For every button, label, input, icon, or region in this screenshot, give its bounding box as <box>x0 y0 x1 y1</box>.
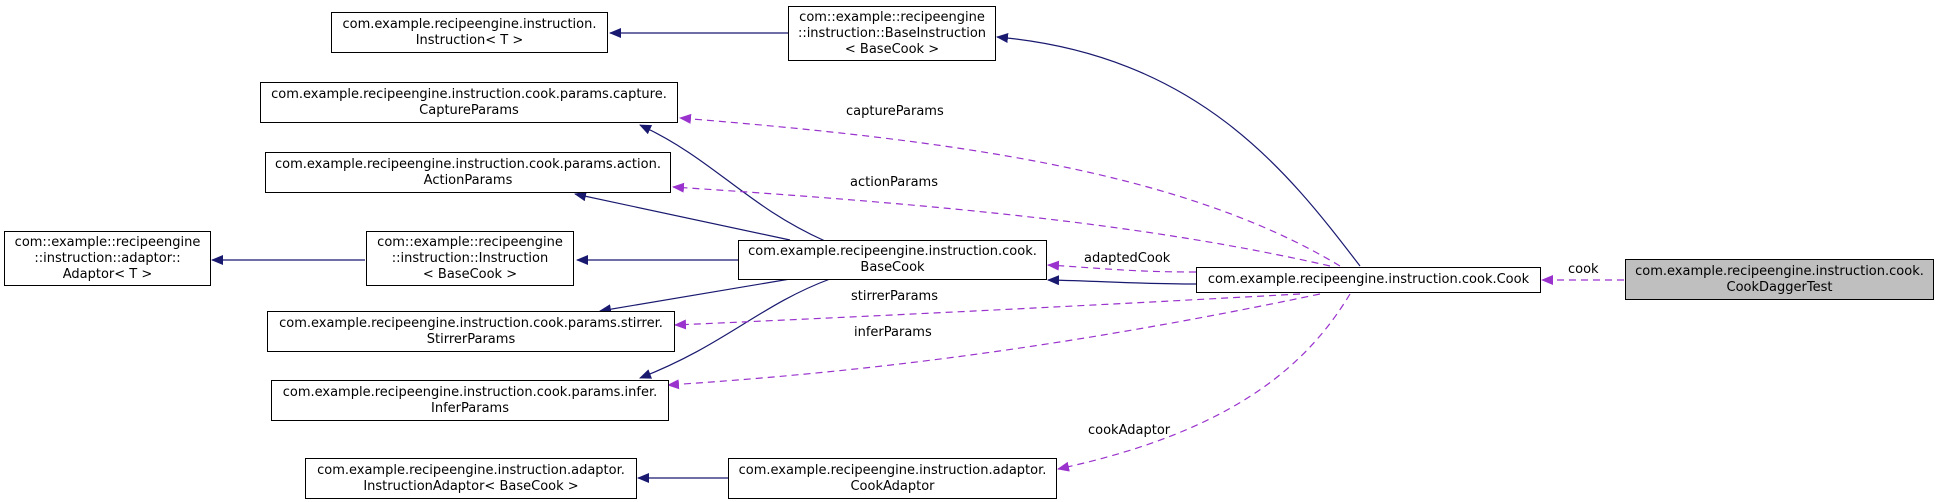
node-line: ::instruction::adaptor:: <box>34 250 181 266</box>
node-line: InferParams <box>431 400 509 416</box>
node-line: com.example.recipeengine.instruction.coo… <box>1635 263 1924 279</box>
node-instruction-t[interactable]: com.example.recipeengine.instruction. In… <box>331 12 608 53</box>
node-line: < BaseCook > <box>844 41 940 57</box>
edge-cook-to-stirrerparams <box>674 293 1301 330</box>
edge-basecook-to-inferparams <box>639 278 831 379</box>
edge-label-cook: cook <box>1568 262 1599 277</box>
edge-label-capture-params: captureParams <box>846 104 944 119</box>
node-adaptor-t[interactable]: com::example::recipeengine ::instruction… <box>4 231 211 286</box>
node-line: com.example.recipeengine.instruction.coo… <box>1207 272 1530 287</box>
node-line: CookDaggerTest <box>1726 279 1833 295</box>
node-line: BaseCook <box>860 260 925 275</box>
node-line: com.example.recipeengine.instruction.ada… <box>738 462 1047 478</box>
node-line: < BaseCook > <box>422 266 518 282</box>
node-infer-params[interactable]: com.example.recipeengine.instruction.coo… <box>271 380 669 421</box>
node-line: com::example::recipeengine <box>377 234 563 250</box>
node-line: Instruction< T > <box>415 32 524 48</box>
node-line: InstructionAdaptor< BaseCook > <box>363 478 579 494</box>
node-line: ::instruction::BaseInstruction <box>797 25 987 41</box>
edge-label-action-params: actionParams <box>850 175 938 190</box>
node-line: com.example.recipeengine.instruction.coo… <box>282 384 658 400</box>
node-line: StirrerParams <box>426 331 516 347</box>
node-line: com::example::recipeengine <box>799 9 985 25</box>
edge-basecook-to-actionparams <box>574 191 791 241</box>
node-action-params[interactable]: com.example.recipeengine.instruction.coo… <box>265 152 671 193</box>
node-line: com.example.recipeengine.instruction. <box>342 16 597 32</box>
node-line: com.example.recipeengine.instruction.ada… <box>317 462 625 478</box>
edge-cook-to-inferparams <box>667 293 1321 390</box>
node-instruction-basecook[interactable]: com::example::recipeengine ::instruction… <box>366 231 574 286</box>
node-line: CaptureParams <box>419 102 519 118</box>
node-instruction-adaptor[interactable]: com.example.recipeengine.instruction.ada… <box>305 458 637 499</box>
node-cook[interactable]: com.example.recipeengine.instruction.coo… <box>1196 267 1541 293</box>
node-line: ::instruction::Instruction <box>391 250 549 266</box>
edge-cook-to-captureparams <box>679 113 1341 267</box>
edge-cook-to-cookadaptor <box>1057 293 1351 472</box>
node-line: Adaptor< T > <box>62 266 153 282</box>
node-cook-adaptor[interactable]: com.example.recipeengine.instruction.ada… <box>728 458 1057 499</box>
edge-basecook-to-stirrerparams <box>599 278 791 315</box>
node-line: com.example.recipeengine.instruction.coo… <box>279 315 663 331</box>
node-stirrer-params[interactable]: com.example.recipeengine.instruction.coo… <box>267 311 675 352</box>
node-line: com.example.recipeengine.instruction.coo… <box>748 244 1037 259</box>
edge-label-infer-params: inferParams <box>854 325 932 340</box>
edge-basecook-to-captureparams <box>639 124 826 242</box>
node-line: com.example.recipeengine.instruction.coo… <box>271 86 667 102</box>
node-cook-dagger-test[interactable]: com.example.recipeengine.instruction.coo… <box>1625 259 1934 300</box>
edge-label-adapted-cook: adaptedCook <box>1084 251 1171 266</box>
node-line: com::example::recipeengine <box>14 234 201 250</box>
edge-cook-to-baseinstruction <box>996 32 1361 267</box>
node-base-instruction[interactable]: com::example::recipeengine ::instruction… <box>788 6 996 61</box>
edge-label-cook-adaptor: cookAdaptor <box>1088 423 1171 438</box>
node-line: ActionParams <box>423 172 513 188</box>
edge-cook-to-basecook <box>1047 275 1197 286</box>
node-base-cook[interactable]: com.example.recipeengine.instruction.coo… <box>738 240 1047 280</box>
node-line: CookAdaptor <box>850 478 935 494</box>
node-capture-params[interactable]: com.example.recipeengine.instruction.coo… <box>260 82 678 123</box>
node-line: com.example.recipeengine.instruction.coo… <box>275 156 661 172</box>
edge-label-stirrer-params: stirrerParams <box>851 289 938 304</box>
